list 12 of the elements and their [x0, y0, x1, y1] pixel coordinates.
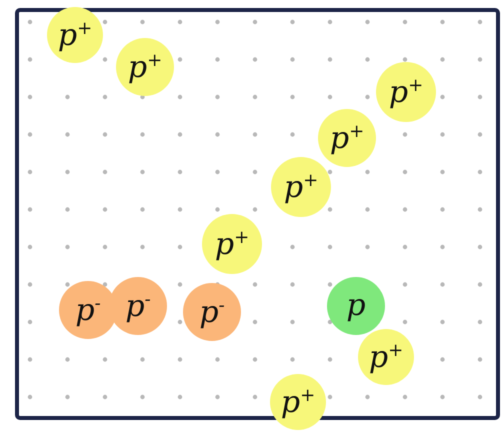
particle-label: p$^{+}$ [280, 386, 316, 418]
particle-label: p$^{+}$ [128, 52, 162, 82]
particle-label: p$^{-}$ [75, 294, 101, 326]
particle-label: p$^{+}$ [368, 342, 404, 372]
particle-label: p$^{+}$ [214, 228, 250, 260]
particle-label: p$^{+}$ [388, 76, 424, 108]
particle-label: p$^{-}$ [199, 296, 225, 328]
particle-label: p$^{+}$ [284, 172, 318, 202]
particle-label: p$^{-}$ [125, 290, 151, 322]
particle-label: p$^{+}$ [330, 122, 364, 154]
particle-label: p [346, 291, 366, 321]
particle-label: p$^{+}$ [58, 20, 92, 50]
